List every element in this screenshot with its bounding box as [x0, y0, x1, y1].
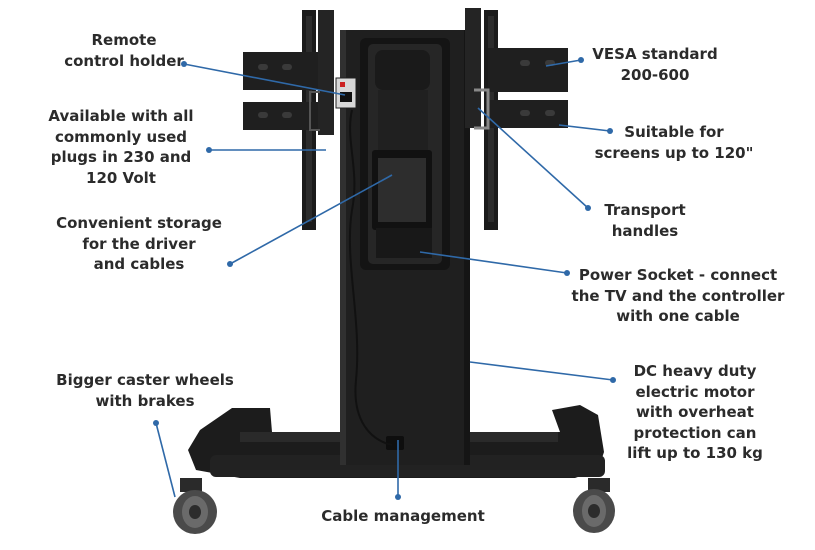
- callout-power-socket: Power Socket - connect the TV and the co…: [572, 265, 785, 327]
- callout-line: screens up to 120": [594, 143, 754, 162]
- leader-storage: [229, 174, 393, 265]
- leader-lines: [153, 57, 616, 500]
- callout-vesa: VESA standard 200-600: [592, 44, 717, 85]
- stand-column: [340, 30, 470, 465]
- callout-plugs: Available with all commonly used plugs i…: [48, 106, 193, 188]
- leader-motor: [469, 361, 614, 381]
- callout-line: for the driver: [82, 234, 196, 253]
- callout-line: the TV and the controller: [571, 286, 785, 305]
- callout-line: Convenient storage: [56, 214, 222, 232]
- callout-storage: Convenient storage for the driver and ca…: [56, 213, 222, 275]
- callout-line: with overheat: [636, 403, 754, 421]
- callout-line: Available with all: [48, 107, 194, 125]
- callout-line: Cable management: [321, 507, 485, 525]
- callout-line: electric motor: [635, 382, 755, 401]
- callout-line: Power Socket - connect: [578, 266, 778, 284]
- callout-screens: Suitable for screens up to 120": [595, 122, 754, 163]
- callout-line: protection can: [633, 423, 757, 442]
- callout-line: Suitable for: [624, 123, 724, 141]
- callout-line: and cables: [93, 255, 185, 273]
- transport-handle: [474, 88, 490, 130]
- leader-vesa: [545, 59, 582, 67]
- callout-remote-holder: Remote control holder: [64, 30, 184, 71]
- callout-line: control holder: [64, 51, 184, 70]
- leader-handles: [477, 107, 589, 209]
- callout-line: lift up to 130 kg: [627, 444, 763, 462]
- callout-line: plugs in 230 and: [50, 148, 192, 166]
- remote-holder: [335, 77, 357, 109]
- leader-screens: [558, 124, 611, 132]
- callout-line: Remote: [91, 31, 157, 49]
- callout-line: DC heavy duty: [633, 362, 757, 380]
- leader-remote: [183, 63, 346, 96]
- callout-caster-wheels: Bigger caster wheels with brakes: [56, 370, 234, 411]
- callout-line: with brakes: [95, 391, 195, 410]
- power-cable: [348, 109, 393, 446]
- leader-wheels: [155, 422, 176, 498]
- callout-transport-handles: Transport handles: [604, 200, 685, 241]
- callout-line: handles: [611, 221, 679, 240]
- caster-wheel-right: [573, 478, 615, 533]
- callout-line: with one cable: [616, 307, 740, 325]
- callout-line: VESA standard: [592, 45, 718, 63]
- callout-line: 200-600: [620, 65, 690, 84]
- leader-power: [419, 251, 568, 274]
- vesa-arms: [243, 48, 568, 130]
- callout-motor: DC heavy duty electric motor with overhe…: [627, 361, 763, 464]
- callout-cable-management: Cable management: [321, 506, 485, 527]
- callout-line: Bigger caster wheels: [56, 371, 234, 389]
- callout-line: Transport: [604, 201, 686, 219]
- caster-wheel-left: [173, 478, 217, 534]
- callout-line: commonly used: [54, 127, 188, 146]
- callout-line: 120 Volt: [86, 168, 156, 187]
